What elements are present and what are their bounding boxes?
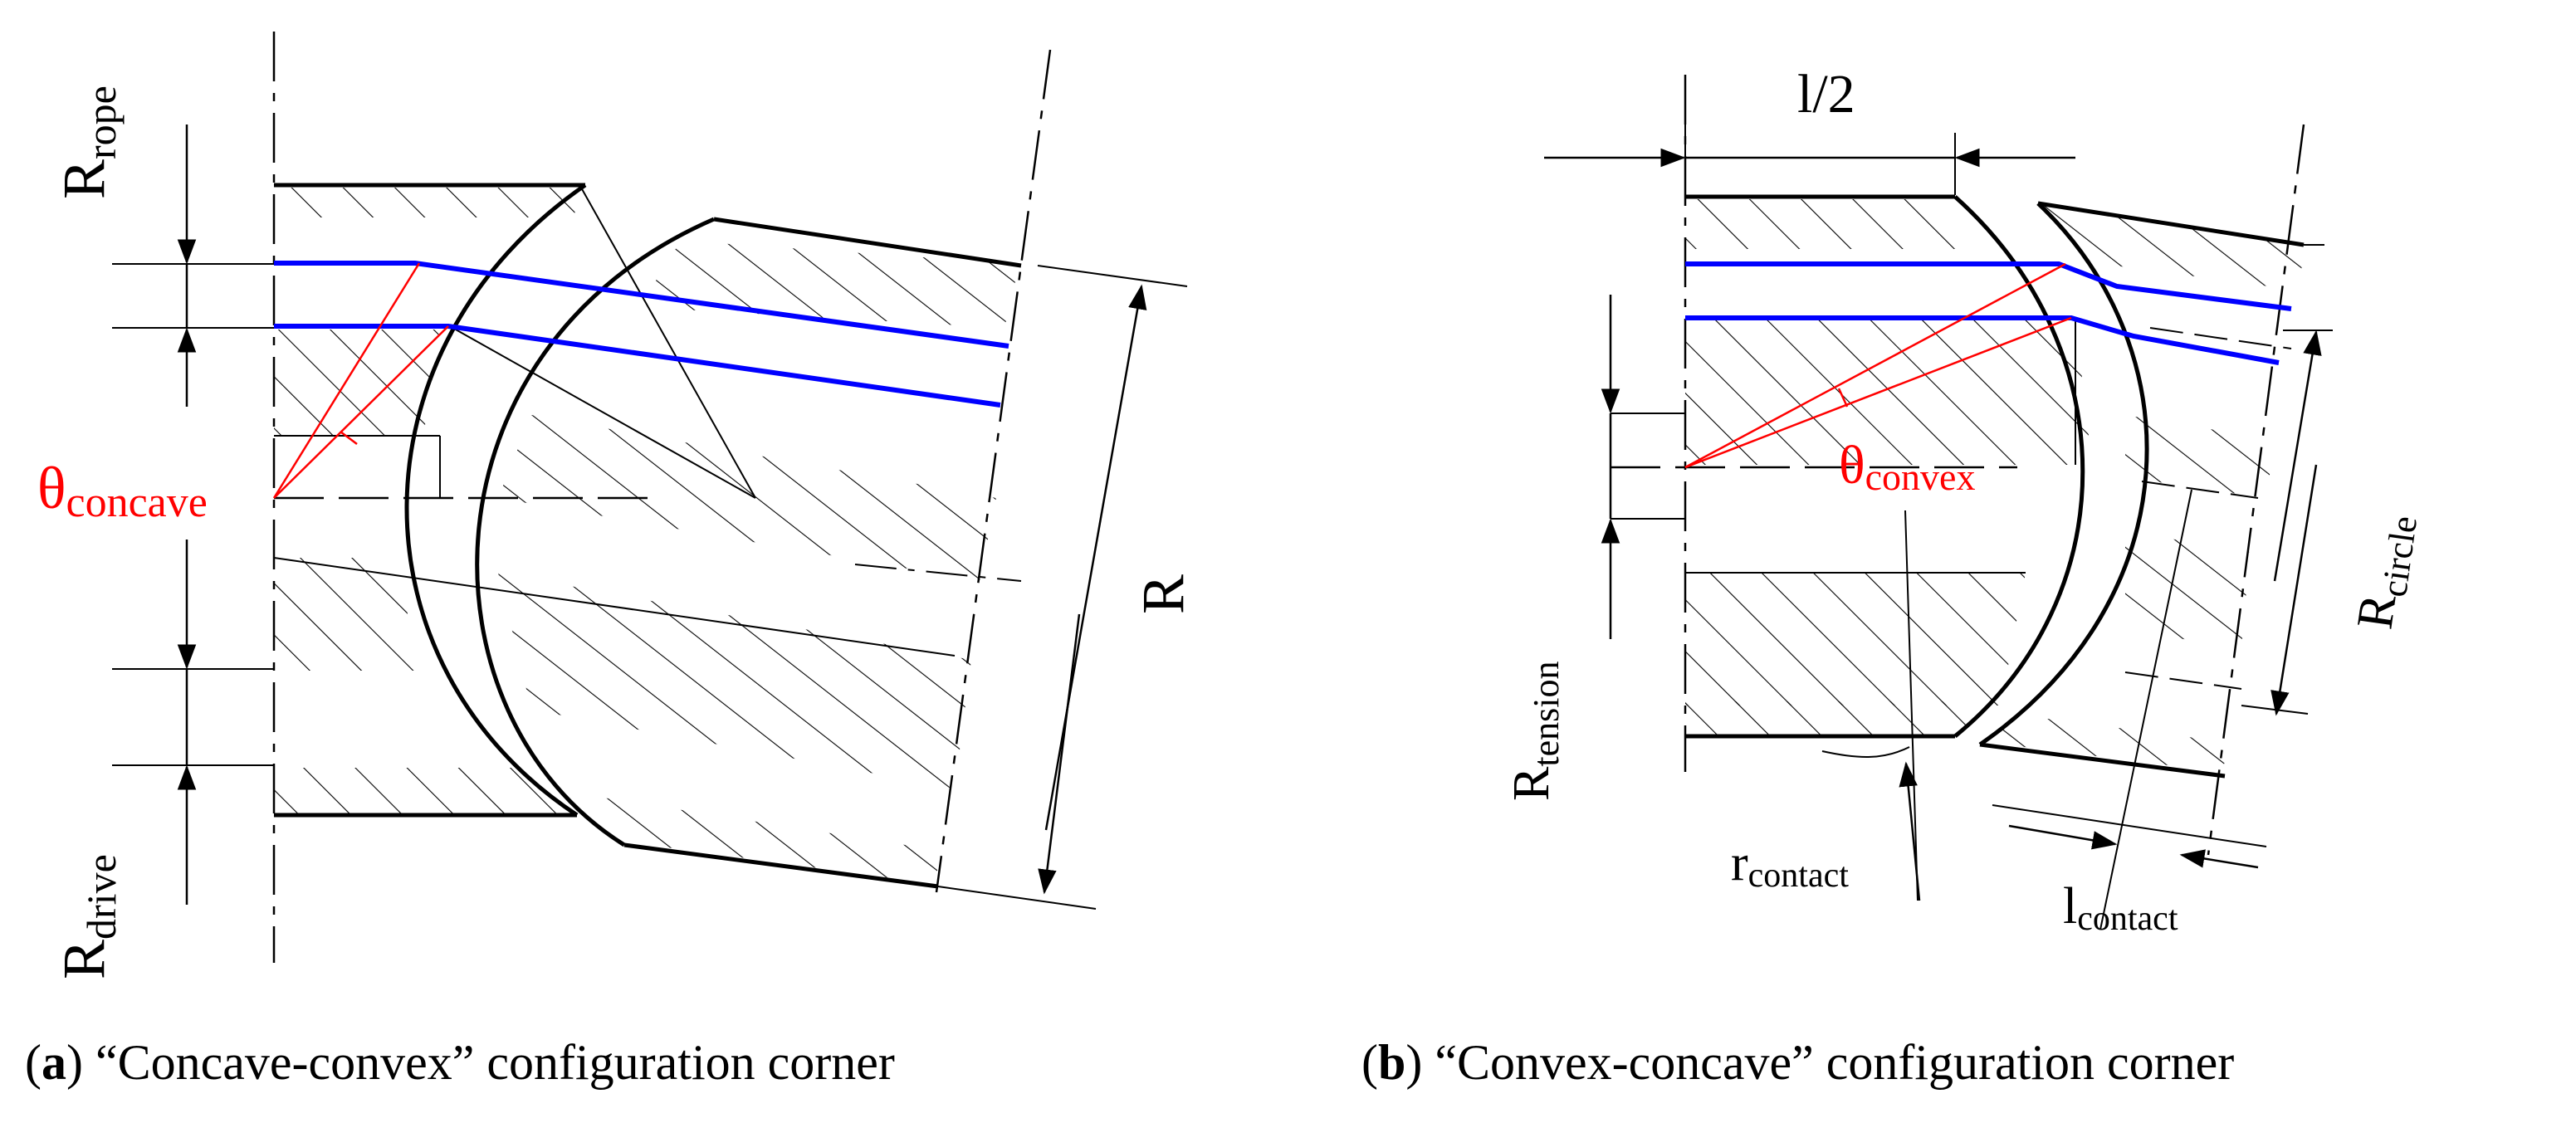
panel-a-theta-label: θconcave — [37, 455, 208, 526]
panel-b-right-body — [1978, 201, 2305, 779]
panel-b-caption: (b) “Convex-concave” configuration corne… — [1361, 1035, 2234, 1090]
panel-b-rope-lines — [1685, 261, 2292, 365]
panel-a-drive-label: Rdrive — [51, 854, 125, 979]
panel-a-radius-label: R — [1130, 574, 1196, 614]
panel-b-tension-label: Rtension — [1503, 662, 1567, 801]
panel-b: l/2 Rtension Rcircle θconvex rcontact lc… — [1503, 64, 2425, 938]
panel-a-left-body — [274, 183, 587, 818]
panel-b-circle-dimension — [2270, 330, 2322, 716]
panel-b-contact-r-arrow — [1899, 761, 1921, 901]
panel-b-construction — [1611, 75, 2333, 930]
panel-b-theta-label: θconvex — [1839, 435, 1975, 498]
panel-a-right-centerline — [935, 49, 1052, 893]
panel-b-angle-lines — [1684, 262, 2072, 469]
panel-b-half-length-label: l/2 — [1797, 64, 1855, 125]
panel-b-left-body — [1685, 194, 2085, 739]
panel-a: Rrope Rdrive R θconcave — [37, 32, 1196, 979]
panel-a-left-hatch — [274, 188, 585, 813]
panel-a-angle-lines — [272, 262, 449, 499]
panel-b-contact-r-label: rcontact — [1731, 835, 1849, 895]
panel-b-contact-l-label: lcontact — [2063, 878, 2178, 938]
panel-b-contact-l-dimension — [2008, 824, 2259, 869]
panel-b-right-centerline — [2207, 124, 2305, 856]
panel-b-hatch — [1685, 199, 2304, 772]
panel-b-circle-label: Rcircle — [2347, 510, 2426, 633]
panel-a-rope-label: Rrope — [51, 85, 125, 199]
panel-a-caption: (a) “Concave-convex” configuration corne… — [25, 1035, 895, 1090]
panel-a-radius-dimension — [1038, 284, 1147, 895]
